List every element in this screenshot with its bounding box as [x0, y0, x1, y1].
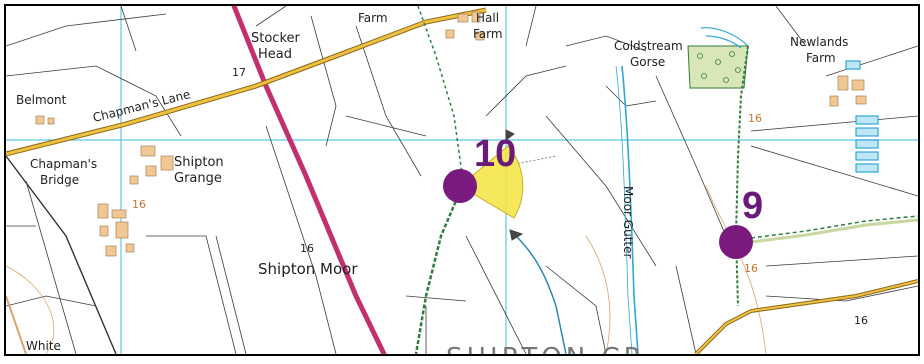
label-grange: Grange	[174, 171, 222, 186]
waypoint-marker-10[interactable]	[443, 169, 477, 203]
label-chapmans: Chapman's	[30, 157, 97, 171]
buildings	[35, 11, 867, 257]
spot-height-17: 17	[232, 66, 246, 79]
label-stocker: Stocker	[251, 31, 301, 46]
railway-line	[6, 155, 117, 354]
waypoint-number-10: 10	[474, 133, 516, 175]
spot-heights: 17 16 16 16 16 16	[132, 66, 868, 327]
a-road	[231, 6, 387, 354]
track-left	[6, 295, 27, 354]
label-moor-gutter: Moor Gutter	[621, 186, 635, 258]
waypoint-marker-9[interactable]	[719, 225, 753, 259]
label-newlands: Newlands	[790, 35, 848, 49]
footpaths	[414, 6, 918, 354]
map-frame[interactable]: Stocker Head Farm Hall Farm Coldstream G…	[4, 4, 920, 356]
water-features	[700, 27, 879, 173]
spot-height-16-grange: 16	[132, 198, 146, 211]
label-shipton: Shipton	[174, 155, 224, 170]
drain-line	[515, 235, 567, 354]
label-bridge: Bridge	[40, 173, 79, 187]
label-newlands-farm: Farm	[806, 51, 836, 65]
spot-height-16-marker9: 16	[744, 262, 758, 275]
label-shipton-moor: Shipton Moor	[258, 260, 358, 278]
minor-road	[694, 279, 918, 354]
os-map[interactable]: Stocker Head Farm Hall Farm Coldstream G…	[6, 6, 918, 354]
moor-gutter-stream	[615, 65, 639, 354]
spot-height-16-east: 16	[748, 112, 762, 125]
label-hall: Hall	[476, 11, 499, 25]
waypoint-number-9: 9	[742, 185, 763, 227]
label-hall-farm: Farm	[473, 27, 503, 41]
minor-road-fill	[695, 280, 918, 354]
b-road-fill	[6, 8, 487, 156]
label-head: Head	[258, 47, 292, 62]
label-shipton-cp: SHIPTON CP	[446, 343, 643, 354]
spot-height-16-se: 16	[854, 314, 868, 327]
label-white: White	[26, 339, 61, 353]
label-gorse: Gorse	[630, 55, 665, 69]
view-direction-arrows	[505, 129, 524, 241]
woodland-coldstream-gorse	[687, 45, 749, 89]
field-boundaries	[6, 6, 918, 354]
spot-height-16-moor: 16	[300, 242, 314, 255]
label-belmont: Belmont	[16, 93, 67, 107]
label-coldstream: Coldstream	[614, 39, 683, 53]
view-cone	[459, 145, 524, 219]
label-farm-top: Farm	[358, 11, 388, 25]
